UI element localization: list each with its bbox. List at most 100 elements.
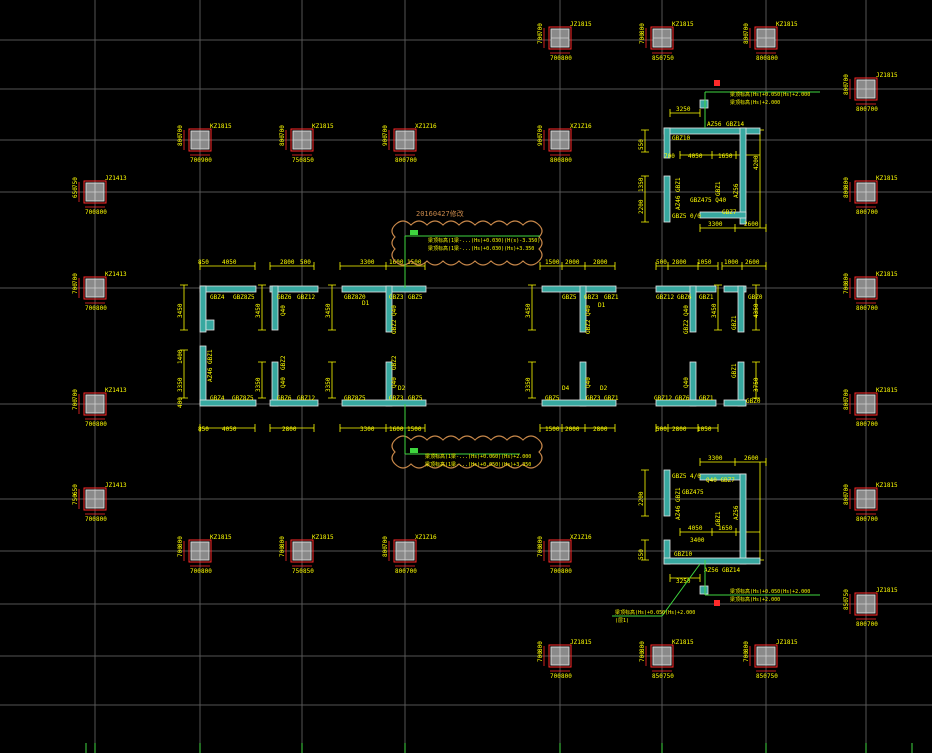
dim-text: 4050 xyxy=(222,426,237,433)
wall-label: AZ46 GBZ1 xyxy=(675,487,682,520)
dim-text: 3450 xyxy=(711,303,718,318)
wall-segment xyxy=(723,399,747,407)
dim-text: 500 xyxy=(656,259,667,266)
wall-group-8[interactable]: 3300 2600 2200 4050 1650 3400 3250 550 G… xyxy=(638,455,767,595)
column-dim: 700 xyxy=(537,23,544,34)
wall-group-4[interactable]: 1500 2000 2800 3450 3350 1500 2000 2800 … xyxy=(525,259,619,433)
column-dim: 800 xyxy=(561,157,572,164)
wall-label: GBZ3 xyxy=(584,294,599,301)
note-text: 梁顶标高(Hs)+2.000 xyxy=(730,596,780,603)
column-dim-line xyxy=(849,278,876,304)
column-dim: 850 xyxy=(303,568,314,575)
wall-label: GBZ10 xyxy=(674,551,692,558)
column-dim: 800 xyxy=(856,209,867,216)
wall-segment xyxy=(699,211,747,219)
wall-label: GBZ5 xyxy=(408,294,423,301)
rebar-outline xyxy=(548,539,572,563)
column-dim-line xyxy=(849,394,876,420)
column-dim: 700 xyxy=(85,305,96,312)
wall-segment xyxy=(541,285,617,293)
rebar-outline xyxy=(393,539,417,563)
rebar-outline xyxy=(188,539,212,563)
dim-text: 2800 xyxy=(672,259,687,266)
rebar-outline xyxy=(83,487,107,511)
column-mark: KZ1413 xyxy=(105,271,127,278)
dim-text: 2000 xyxy=(565,259,580,266)
note-text: 梁顶标高(1梁-...(Hs)+0.030)(H(s)-3.350) xyxy=(428,237,540,244)
wall-label: GBZ1 xyxy=(715,511,722,526)
column-mark: JZ1815 xyxy=(570,21,592,28)
wall-segment xyxy=(385,285,393,333)
wall-label: Q40 GBZ7 xyxy=(706,477,735,484)
wall-label: GBZ12 xyxy=(297,395,315,402)
rebar-outline xyxy=(393,128,417,152)
dim-text: 1400 xyxy=(177,349,184,364)
rebar-outline xyxy=(854,487,878,511)
dim-text: 3450 xyxy=(325,303,332,318)
dim-text: 3300 xyxy=(708,455,723,462)
dim-text: 1600 xyxy=(389,426,404,433)
note-text: 梁顶标高(1梁-...(Hs)+0.050)(Hs)+3.350 xyxy=(425,461,531,468)
column-mark: JZ1815 xyxy=(876,587,898,594)
revision-cloud xyxy=(391,435,543,469)
column-dim-line xyxy=(849,594,876,620)
column-mark: KZ1815 xyxy=(876,175,898,182)
wall-label: GBZ3 xyxy=(389,395,404,402)
column-dim: 800 xyxy=(561,673,572,680)
column-dim: 700 xyxy=(843,389,850,400)
column-dim-line xyxy=(749,28,776,54)
wall-group-2[interactable]: 2800 500 3450 3350 2800 GBZ6 GBZ12 Q40 G… xyxy=(255,259,319,433)
column-dim: 800 xyxy=(561,568,572,575)
revision-annotations: 20160427修改 梁顶标高(1梁-...(Hs)+0.030)(H(s)-3… xyxy=(391,80,820,624)
wall-group-1[interactable]: 850 4050 3450 1400 3350 400 850 4050 GBZ… xyxy=(177,259,257,433)
column-mark: XZ1Z16 xyxy=(570,123,592,130)
wall-label: AZ56 xyxy=(733,505,740,520)
dim-text: 2800 xyxy=(280,259,295,266)
wall-layer: 850 4050 3450 1400 3350 400 850 4050 GBZ… xyxy=(177,99,767,595)
column-dim: 700 xyxy=(867,106,878,113)
wall-group-7[interactable]: 3250 4050 1650 4200 3300 2600 550 1350 2… xyxy=(638,99,767,232)
wall-label: GBZ475 Q40 xyxy=(690,197,727,204)
wall-label: GBZ8Z0 xyxy=(344,294,366,301)
dim-text: 4050 xyxy=(222,259,237,266)
wall-label: GBZ4 xyxy=(210,294,225,301)
wall-label: GBZ5 0/0 xyxy=(672,213,701,220)
wall-segment xyxy=(341,285,427,293)
wall-label: GBZ12 xyxy=(654,395,672,402)
wall-group-6[interactable]: 1000 2600 4350 3750 GBZ0 GBZ1 GBZ1 GBZ0 xyxy=(721,259,767,407)
dim-text: 2600 xyxy=(744,221,759,228)
leader-line xyxy=(661,563,701,617)
column-dim: 800 xyxy=(843,187,850,198)
dim-text: 1500 xyxy=(407,259,422,266)
column-dim: 800 xyxy=(201,568,212,575)
wall-group-5[interactable]: 500 2800 1050 3450 500 2800 1050 GBZ12 G… xyxy=(654,259,722,433)
column-dim-line xyxy=(849,182,876,208)
rebar-outline xyxy=(754,644,778,668)
dim-text: 3300 xyxy=(708,221,723,228)
